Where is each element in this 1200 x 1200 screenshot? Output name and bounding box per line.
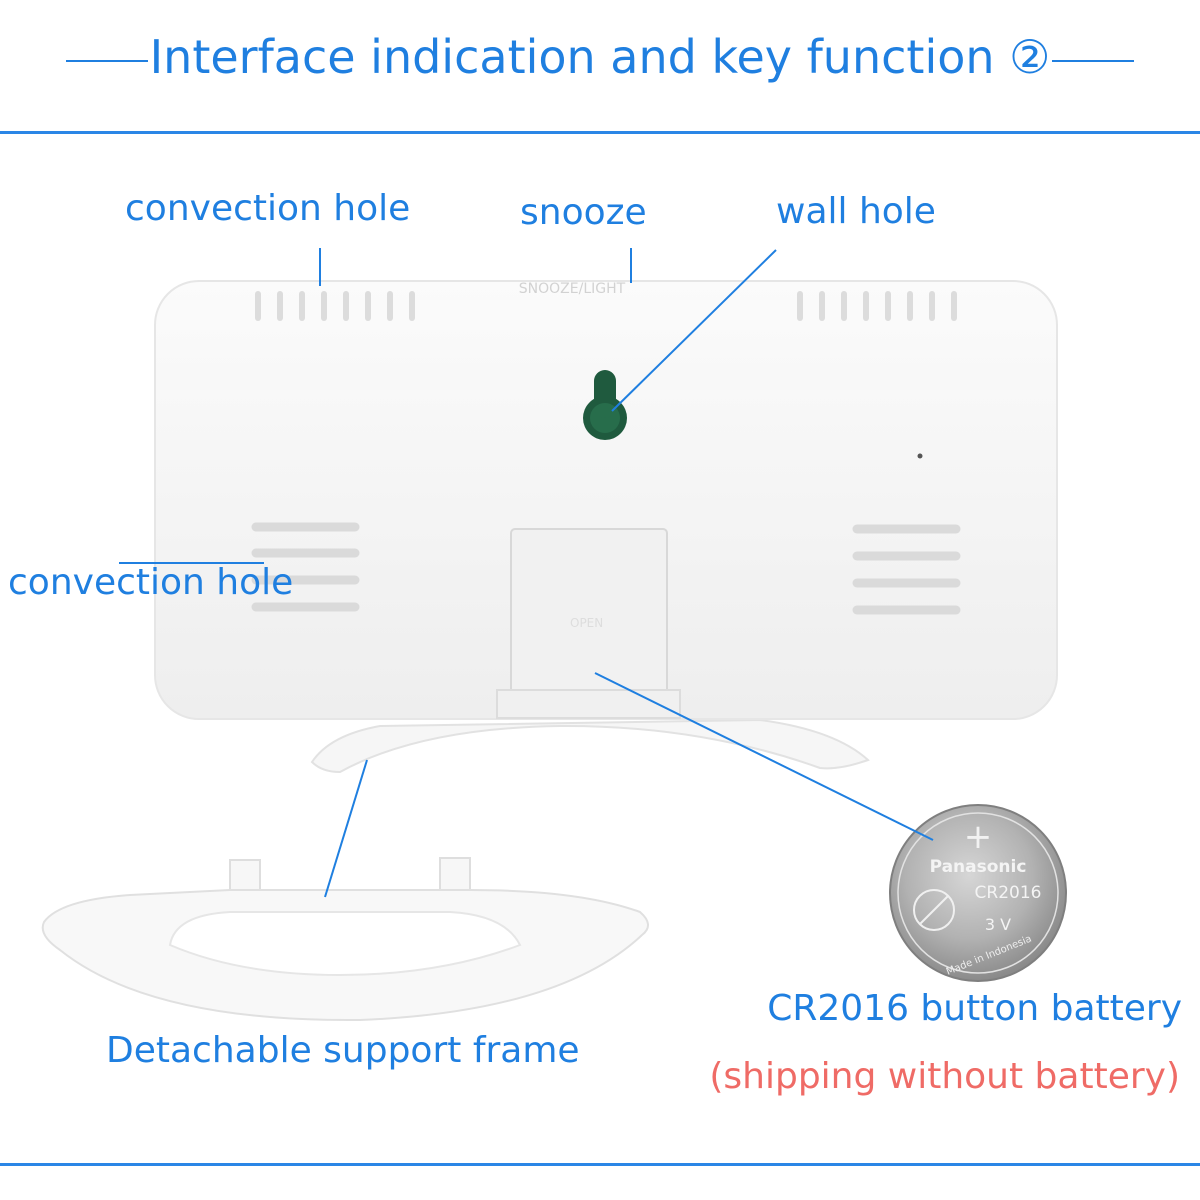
- coin-safety-icon: [913, 889, 955, 931]
- door-emboss: OPEN: [570, 616, 603, 630]
- base-stand: [310, 718, 870, 774]
- title-text: Interface indication and key function ②: [149, 30, 1051, 84]
- coin-model: CR2016: [975, 883, 1042, 903]
- callout-lines: [119, 248, 934, 898]
- label-battery: CR2016 button battery: [767, 988, 1182, 1029]
- top-vents-left: [255, 291, 415, 321]
- side-vents-left: [251, 522, 360, 612]
- coin-polarity: +: [964, 817, 993, 857]
- label-snooze: snooze: [520, 192, 647, 233]
- label-support-frame: Detachable support frame: [106, 1030, 580, 1071]
- top-divider: [0, 131, 1200, 134]
- line-support-frame: [324, 759, 368, 898]
- coin-brand: Panasonic: [930, 857, 1027, 877]
- line-battery: [594, 672, 934, 841]
- indicator-dot: [917, 453, 923, 459]
- top-vents-right: [797, 291, 957, 321]
- title-dash-right: [1052, 59, 1135, 62]
- page-title: Interface indication and key function ②: [0, 30, 1200, 84]
- kickstand-lower: [496, 689, 681, 719]
- label-wall-hole: wall hole: [776, 191, 936, 232]
- label-convection-hole-top: convection hole: [125, 188, 411, 229]
- label-convection-hole-side: convection hole: [8, 562, 294, 603]
- title-dash-left: [65, 59, 148, 62]
- snooze-emboss: SNOOZE/LIGHT: [519, 281, 626, 297]
- coin-voltage: 3 V: [985, 915, 1011, 934]
- battery-door: [510, 528, 668, 697]
- label-shipping-note: (shipping without battery): [709, 1056, 1180, 1097]
- detached-support-frame: [41, 857, 649, 1022]
- battery-coin: + Panasonic CR2016 3 V Made in Indonesia: [889, 804, 1067, 982]
- side-vents-right: [852, 524, 961, 615]
- bottom-divider: [0, 1163, 1200, 1166]
- line-wall-hole: [611, 249, 777, 412]
